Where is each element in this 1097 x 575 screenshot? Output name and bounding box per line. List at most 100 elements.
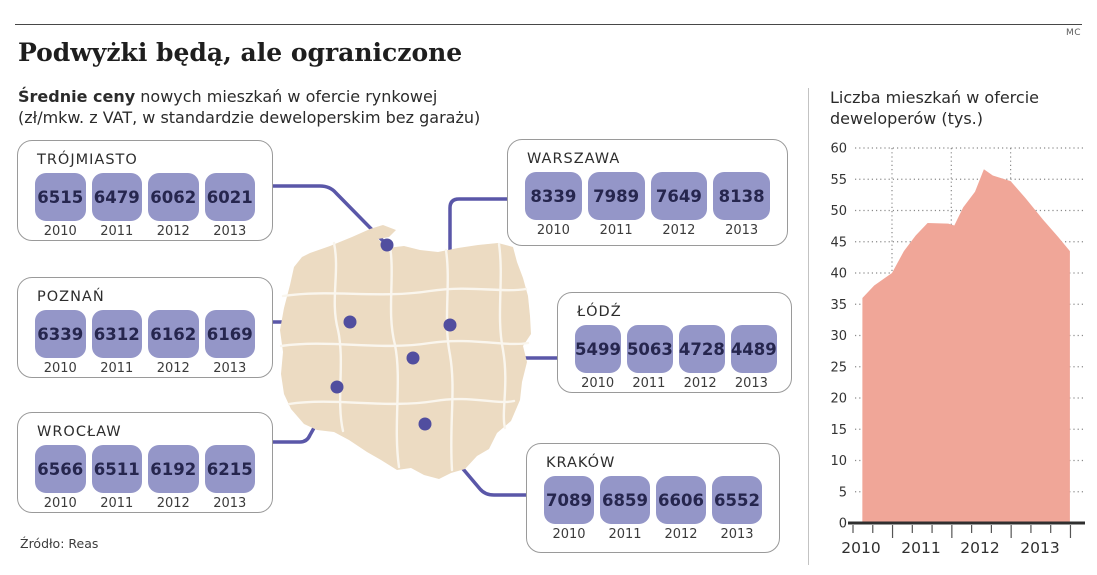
year-label: 2010 — [536, 223, 570, 238]
x-axis-label: 2013 — [1020, 539, 1059, 557]
city-dot-wroclaw — [330, 380, 344, 394]
y-axis-label: 60 — [830, 142, 847, 157]
price-tile: 6312 — [91, 310, 142, 358]
price-tile: 6515 — [35, 173, 86, 221]
year-label: 2012 — [156, 224, 190, 239]
y-axis-label: 25 — [830, 360, 847, 375]
price-tile: 6566 — [35, 445, 86, 493]
x-axis-label: 2012 — [960, 539, 999, 557]
city-name: WARSZAWA — [527, 151, 621, 167]
year-label: 2012 — [683, 376, 717, 391]
price-tile: 7089 — [544, 476, 594, 524]
y-axis-label: 50 — [830, 204, 847, 219]
y-axis-label: 0 — [839, 517, 847, 532]
connector-trojmiasto — [271, 184, 389, 247]
year-label: 2010 — [43, 224, 77, 239]
year-label: 2011 — [100, 361, 134, 376]
price-tile: 5063 — [626, 325, 673, 373]
year-label: 2010 — [581, 376, 615, 391]
area-series — [862, 169, 1070, 523]
poland-map — [271, 184, 559, 497]
y-axis-label: 45 — [830, 235, 847, 250]
city-box-lodz: ŁÓDŹ 5499 5063 4728 4489 2010 2011 2012 … — [557, 292, 792, 393]
price-tile: 7649 — [650, 172, 708, 220]
y-axis-label: 40 — [830, 267, 847, 282]
year-label: 2010 — [43, 496, 77, 511]
year-label: 2013 — [213, 496, 247, 511]
year-label: 2010 — [43, 361, 77, 376]
y-axis-label: 20 — [830, 392, 847, 407]
price-tile: 6859 — [600, 476, 650, 524]
subtitle-rest: nowych mieszkań w ofercie rynkowej — [135, 87, 438, 106]
city-dot-poznan — [343, 315, 357, 329]
y-axis-label: 10 — [830, 454, 847, 469]
year-label: 2012 — [664, 527, 698, 542]
city-box-poznan: POZNAŃ 6339 6312 6162 6169 2010 2011 201… — [17, 277, 273, 378]
poland-outline — [280, 225, 531, 479]
corner-tag: MC — [1065, 28, 1081, 38]
y-axis-label: 35 — [830, 298, 847, 313]
subtitle-line2: (zł/mkw. z VAT, w standardzie dewelopers… — [18, 108, 481, 127]
y-axis-label: 15 — [830, 423, 847, 438]
price-tile: 6162 — [148, 310, 199, 358]
year-label: 2011 — [599, 223, 633, 238]
price-tile: 4728 — [678, 325, 725, 373]
year-label: 2011 — [100, 224, 134, 239]
price-tile: 8138 — [713, 172, 770, 220]
x-axis-label: 2010 — [841, 539, 880, 557]
city-name: KRAKÓW — [546, 455, 616, 471]
header-rule — [15, 24, 1082, 25]
year-label: 2013 — [734, 376, 768, 391]
source-note: Źródło: Reas — [20, 536, 99, 551]
city-name: POZNAŃ — [37, 289, 105, 305]
year-label: 2013 — [213, 361, 247, 376]
price-tile: 6192 — [148, 445, 199, 493]
connector-krakow — [423, 422, 528, 497]
price-tile: 6479 — [91, 173, 142, 221]
price-tile: 7989 — [587, 172, 645, 220]
city-name: WROCŁAW — [37, 424, 122, 440]
price-tile: 6062 — [148, 173, 199, 221]
year-label: 2012 — [156, 361, 190, 376]
chart-title: Liczba mieszkań w ofercie deweloperów (t… — [830, 88, 1039, 128]
page-subtitle: Średnie ceny nowych mieszkań w ofercie r… — [18, 86, 480, 128]
year-label: 2013 — [725, 223, 759, 238]
voivodeship-borders — [279, 238, 530, 472]
y-axis-label: 30 — [830, 329, 847, 344]
y-axis-label: 5 — [839, 485, 847, 500]
city-name: ŁÓDŹ — [577, 304, 622, 320]
price-tile: 6552 — [712, 476, 762, 524]
price-tile: 6021 — [204, 173, 255, 221]
city-dot-trojmiasto — [380, 238, 394, 252]
year-label: 2012 — [156, 496, 190, 511]
year-label: 2011 — [608, 527, 642, 542]
x-axis-label: 2011 — [901, 539, 940, 557]
city-dot-warszawa — [443, 318, 457, 332]
year-label: 2013 — [213, 224, 247, 239]
price-tile: 6169 — [204, 310, 255, 358]
price-tile: 6215 — [204, 445, 255, 493]
year-label: 2012 — [662, 223, 696, 238]
city-box-trojmiasto: TRÓJMIASTO 6515 6479 6062 6021 2010 2011… — [17, 140, 273, 241]
connector-warszawa — [448, 197, 509, 327]
city-box-wroclaw: WROCŁAW 6566 6511 6192 6215 2010 2011 20… — [17, 412, 273, 513]
city-box-warszawa: WARSZAWA 8339 7989 7649 8138 2010 2011 2… — [507, 139, 788, 246]
price-tile: 4489 — [730, 325, 777, 373]
page-title: Podwyżki będą, ale ograniczone — [18, 38, 463, 67]
connector-wroclaw — [271, 385, 339, 444]
city-box-krakow: KRAKÓW 7089 6859 6606 6552 2010 2011 201… — [526, 443, 780, 553]
city-dot-lodz — [406, 351, 420, 365]
year-label: 2010 — [552, 527, 586, 542]
year-label: 2011 — [100, 496, 134, 511]
subtitle-bold: Średnie ceny — [18, 87, 136, 106]
price-tile: 6339 — [35, 310, 86, 358]
year-label: 2011 — [632, 376, 666, 391]
panel-divider — [808, 88, 809, 565]
price-tile: 8339 — [525, 172, 582, 220]
price-tile: 6511 — [91, 445, 142, 493]
price-tile: 6606 — [656, 476, 706, 524]
year-label: 2013 — [720, 527, 754, 542]
city-dot-krakow — [418, 417, 432, 431]
city-name: TRÓJMIASTO — [37, 152, 138, 168]
